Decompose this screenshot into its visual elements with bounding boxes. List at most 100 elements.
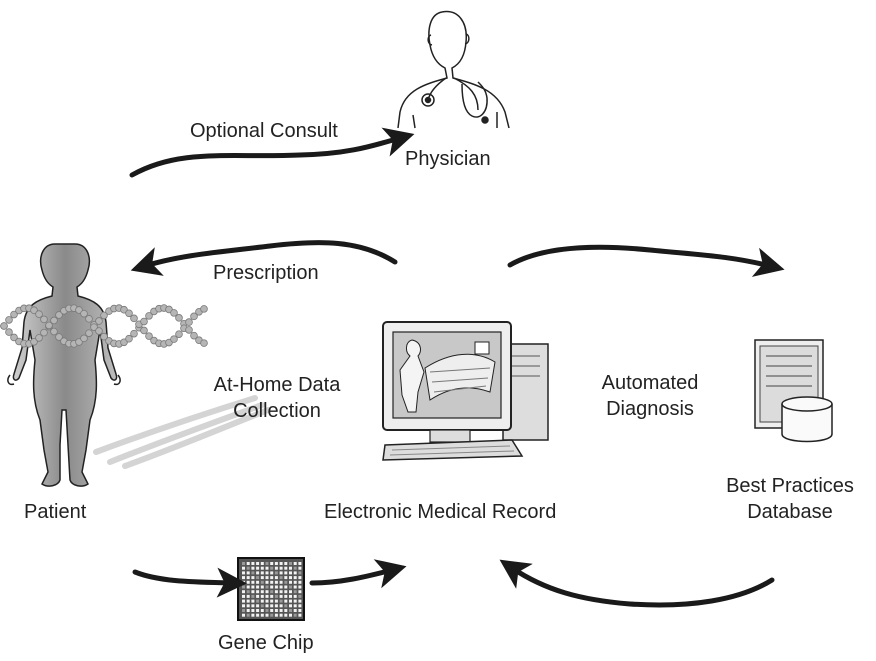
chip-spot [279,562,283,565]
dna-icon [0,304,208,348]
chip-spot [284,613,288,617]
chip-spot [246,609,250,612]
arrow-from-gene-chip [309,559,407,589]
node-label-database-line1: Best Practices [726,475,854,497]
chip-spot [260,580,264,584]
dna-bead [185,326,193,334]
chip-spot [265,585,269,589]
chip-spot [274,585,278,589]
chip-spot [274,604,278,608]
chip-spot [274,599,278,603]
chip-spot [242,613,245,617]
chip-spot [284,609,288,612]
dna-bead [170,309,178,317]
server-icon [754,339,833,443]
chip-spot [298,576,302,580]
motion-streak [93,395,271,469]
dna-bead [95,317,103,325]
chip-spot [298,594,302,598]
edge-label-automated-diagnosis: Automated Diagnosis [580,371,720,421]
chip-spot [279,613,283,617]
chip-spot [260,590,264,594]
chip-spot [293,590,297,594]
chip-spot [293,571,297,575]
dna-bead [45,321,53,330]
chip-spot [251,613,255,617]
chip-spot [246,566,250,570]
chip-spot [293,580,297,584]
chip-spot [274,613,278,617]
chip-spot [256,613,260,617]
node-label-emr: Electronic Medical Record [324,501,557,523]
chip-spot [270,580,274,584]
edge-label-prescription: Prescription [213,262,319,284]
chip-spot [256,571,260,575]
chip-spot [260,566,264,570]
chip-spot [246,613,250,617]
dna-bead [95,327,103,335]
chip-spot [251,562,255,565]
chip-spot [265,571,269,575]
dna-bead [200,305,208,313]
chip-spot [279,590,283,594]
physician-icon [397,10,510,129]
arrow-automated-diagnosis [507,244,785,277]
chip-spot [270,566,274,570]
chip-spot [284,580,288,584]
chip-spot [274,571,278,575]
chip-spot [274,590,278,594]
patient-icon [7,243,121,487]
chip-spot [260,594,264,598]
chip-spot [289,571,292,575]
chip-spot [251,566,255,570]
node-label-patient: Patient [24,501,87,523]
chip-spot [279,599,283,603]
chip-spot [289,576,292,580]
chip-spot [242,576,245,580]
chip-spot [265,562,269,565]
dna-bead [130,314,138,323]
chip-spot [298,613,302,617]
dna-bead [140,317,148,326]
chip-spot [242,580,245,584]
chip-spot [284,562,288,565]
chip-spot [265,594,269,598]
dna-bead [175,314,183,322]
chip-spot [293,604,297,608]
node-label-physician: Physician [405,148,491,170]
chip-spot [289,580,292,584]
dna-bead [75,306,83,314]
chip-spot [279,609,283,612]
chip-spot [242,599,245,603]
chip-spot [293,609,297,612]
chip-spot [265,613,269,617]
edge-label-at-home-line2: Collection [233,400,321,422]
chip-spot [270,609,274,612]
dna-bead [35,310,43,318]
dna-bead [30,306,38,315]
chip-spot [270,585,274,589]
chip-spot [298,609,302,612]
node-label-gene-chip: Gene Chip [218,632,314,654]
chip-spot [256,576,260,580]
chip-spot [256,604,260,608]
dna-bead [170,335,178,343]
chip-spot [298,562,302,565]
dna-bead [100,311,108,320]
chip-spot [289,566,292,570]
chip-spot [274,580,278,584]
chip-spot [260,576,264,580]
dna-bead [30,337,38,346]
chip-spot [289,604,292,608]
dna-bead [50,316,58,325]
chip-spot [260,562,264,565]
chip-spot [242,594,245,598]
chip-spot [265,580,269,584]
chip-spot [246,594,250,598]
chip-spot [251,571,255,575]
chip-spot [251,576,255,580]
gene-chip-icon [237,557,305,621]
chip-spot [284,585,288,589]
chip-spot [246,576,250,580]
chip-spot [289,562,292,565]
